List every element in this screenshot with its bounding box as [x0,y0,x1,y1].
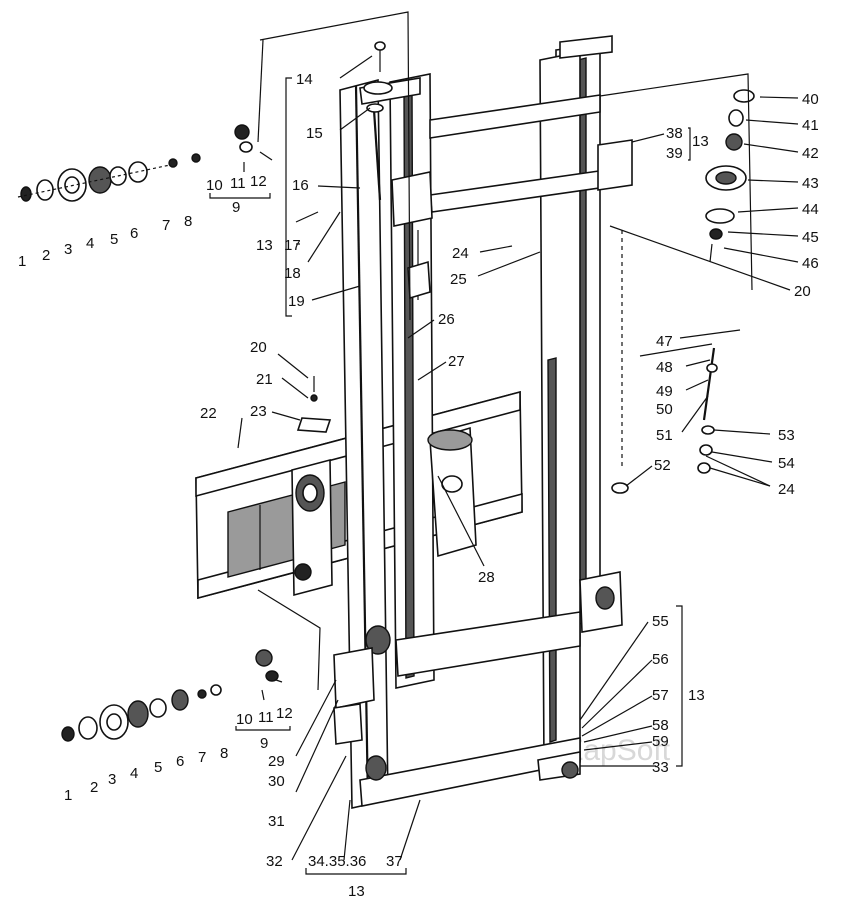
label-10-upper: 10 [206,177,223,194]
label-26: 26 [438,311,455,328]
label-33: 33 [652,759,669,776]
label-7-upper: 7 [162,217,170,234]
label-21: 21 [256,371,273,388]
label-17: 17 [284,237,301,254]
center-bracket [427,426,477,558]
label-45: 45 [802,229,819,246]
bracket-38-39 [688,127,691,161]
top-pulley [363,81,393,95]
label-15: 15 [306,125,323,142]
clamp-small-parts [296,376,332,433]
label-30: 30 [268,773,285,790]
label-12-upper: 12 [250,173,267,190]
label-49: 49 [656,383,673,400]
roller-stack-upper [17,124,253,202]
label-10-lower: 10 [236,711,253,728]
label-11-upper: 11 [230,175,246,192]
label-1-lower: 1 [64,787,72,804]
label-13-a: 13 [256,237,273,254]
label-41: 41 [802,117,819,134]
mast-frame [333,35,633,809]
label-13-b: 13 [692,133,709,150]
label-51: 51 [656,427,673,444]
label-37: 37 [386,853,403,870]
label-2-upper: 2 [42,247,50,264]
label-18: 18 [284,265,301,282]
label-7-lower: 7 [198,749,206,766]
label-1-upper: 1 [18,253,26,270]
part-labels: 1 2 3 4 5 6 7 8 9 10 11 12 13 14 15 16 1… [18,71,819,900]
label-52: 52 [654,457,671,474]
label-12-lower: 12 [276,705,293,722]
label-24-b: 24 [778,481,795,498]
label-25: 25 [450,271,467,288]
label-27: 27 [448,353,465,370]
label-57: 57 [652,687,669,704]
label-38: 38 [666,125,683,142]
label-39: 39 [666,145,683,162]
label-28: 28 [478,569,495,586]
label-44: 44 [802,201,819,218]
label-53: 53 [778,427,795,444]
label-13-c: 13 [688,687,705,704]
label-8-upper: 8 [184,213,192,230]
label-56: 56 [652,651,669,668]
label-4-lower: 4 [130,765,138,782]
label-47: 47 [656,333,673,350]
label-23: 23 [250,403,267,420]
carriage-bracket [291,458,333,597]
label-3-upper: 3 [64,241,72,258]
label-5-upper: 5 [110,231,118,248]
label-3-lower: 3 [108,771,116,788]
label-22: 22 [200,405,217,422]
label-14: 14 [296,71,313,88]
label-6-upper: 6 [130,225,138,242]
label-54: 54 [778,455,795,472]
label-46: 46 [802,255,819,272]
label-9-lower: 9 [260,735,268,752]
label-40: 40 [802,91,819,108]
watermark: ZapSoft [565,734,671,767]
label-29: 29 [268,753,285,770]
leader-lines [209,11,799,875]
adjuster-bolt [611,230,718,494]
label-20-a: 20 [250,339,267,356]
label-32: 32 [266,853,283,870]
label-13-d: 13 [348,883,365,900]
label-24-a: 24 [452,245,469,262]
label-11-lower: 11 [258,709,274,726]
label-2-lower: 2 [90,779,98,796]
label-34-35-36: 34.35.36 [308,853,366,870]
label-8-lower: 8 [220,745,228,762]
label-42: 42 [802,145,819,162]
label-19: 19 [288,293,305,310]
label-31: 31 [268,813,285,830]
pulley-stack [705,89,755,263]
label-5-lower: 5 [154,759,162,776]
label-9-upper: 9 [232,199,240,216]
cylinder-rod [372,109,382,201]
label-20-b: 20 [794,283,811,300]
label-50: 50 [656,401,673,418]
label-55: 55 [652,613,669,630]
label-58: 58 [652,717,669,734]
roller-stack-lower [61,649,279,742]
label-4-upper: 4 [86,235,94,252]
bracket-47 [679,329,741,339]
label-48: 48 [656,359,673,376]
label-6-lower: 6 [176,753,184,770]
label-59: 59 [652,733,669,750]
label-16: 16 [292,177,309,194]
label-43: 43 [802,175,819,192]
